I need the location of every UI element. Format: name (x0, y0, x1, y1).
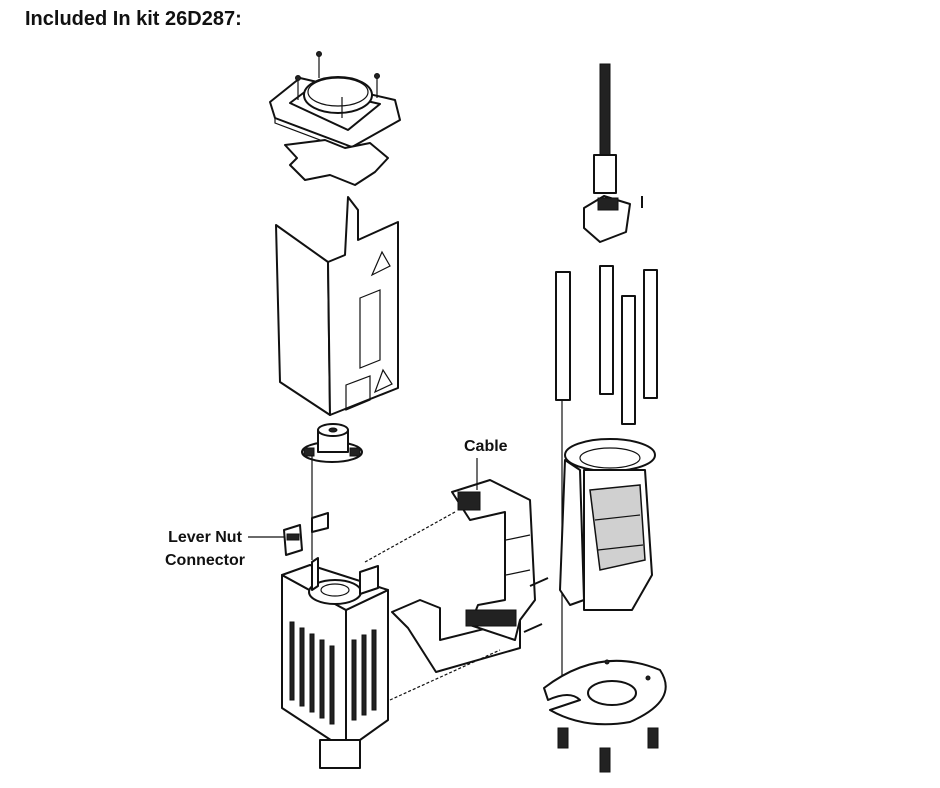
lever-nut-callout-line2: Connector (165, 552, 245, 569)
screws-side (523, 577, 549, 633)
gear-housing (559, 438, 656, 611)
guide-rods (555, 265, 658, 425)
motor (281, 557, 389, 769)
lever-nut-callout-line1: Lever Nut (168, 529, 242, 546)
base-plate (543, 659, 667, 726)
lever-nut-connector (283, 512, 329, 556)
shroud-cover (275, 196, 399, 416)
gasket (284, 139, 389, 186)
lead-screw (583, 63, 643, 243)
lever-nut-connector-callout: Lever Nut Connector (158, 526, 252, 572)
top-cover-plate (269, 51, 401, 153)
bottom-screws (557, 727, 659, 773)
bushing (301, 423, 363, 463)
cable (451, 479, 536, 641)
page-title: Included In kit 26D287: (25, 8, 242, 30)
cable-callout: Cable (464, 438, 508, 455)
